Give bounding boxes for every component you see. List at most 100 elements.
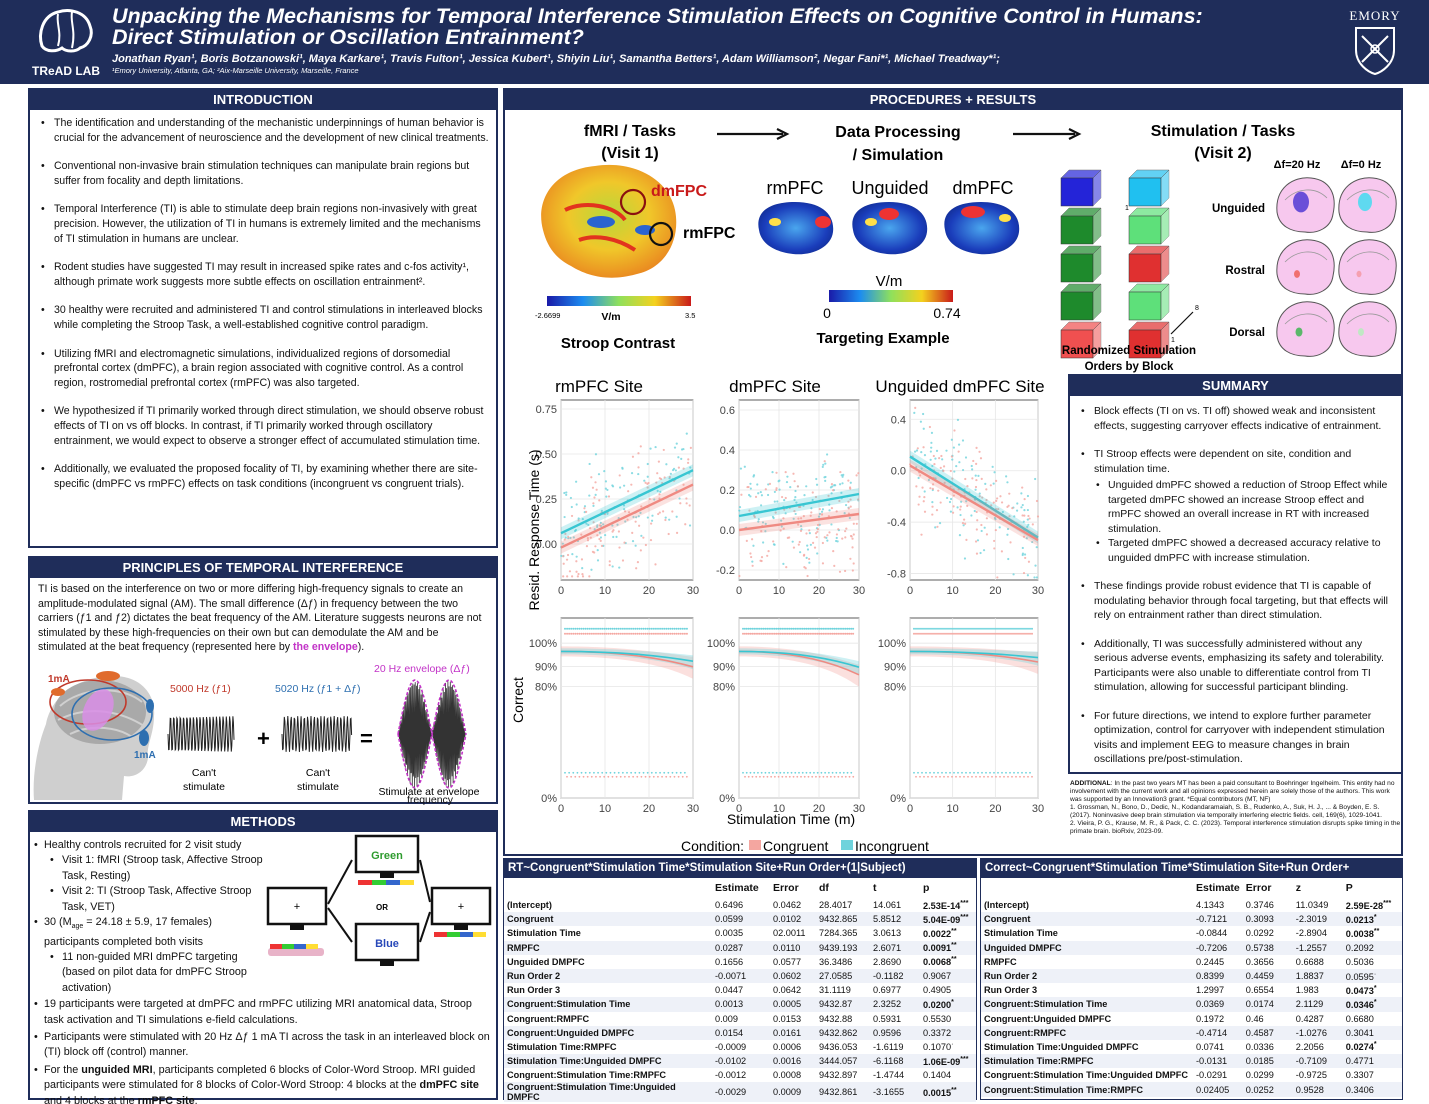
x-tick-label: 10	[773, 585, 785, 597]
scatter-point	[605, 495, 608, 498]
brain-label-unguided: Unguided	[851, 178, 928, 198]
methods-sub-1: •Visit 1: fMRI (Stroop task, Affective S…	[50, 854, 263, 882]
table-cell: 9439.193	[816, 940, 870, 955]
accuracy-point	[820, 627, 823, 630]
accuracy-point	[991, 775, 993, 778]
scatter-point	[655, 481, 658, 484]
table-cell: 0.2445	[1196, 956, 1225, 967]
table-cell: (Intercept)	[984, 900, 1029, 911]
accuracy-point	[775, 771, 778, 774]
accuracy-point	[775, 627, 778, 630]
table-cell: 0.2092	[1342, 940, 1402, 955]
scatter-point	[931, 483, 935, 486]
accuracy-point	[597, 632, 600, 635]
table-cell: Stimulation Time:Unguided DMPFC	[504, 1054, 712, 1069]
accuracy-point	[947, 775, 949, 778]
df0-label: Δf=0 Hz	[1341, 159, 1382, 171]
scatter-point	[840, 491, 843, 494]
author-list: Jonathan Ryan¹, Boris Botzanowski¹, Maya…	[112, 53, 1000, 65]
accuracy-band-incongruent	[739, 648, 859, 676]
accuracy-point	[603, 775, 606, 778]
scatter-point	[808, 529, 811, 532]
scatter-point	[750, 538, 754, 541]
table-cell: -0.0029	[712, 1082, 770, 1103]
scatter-point	[932, 454, 935, 458]
table-cell: 2.53E-14***	[923, 899, 969, 911]
scatter-point	[978, 450, 981, 453]
significance-marker: ***	[1383, 899, 1392, 907]
scatter-point	[993, 539, 996, 543]
table-cell: 2.1129	[1292, 997, 1343, 1012]
accuracy-point	[677, 775, 680, 778]
accuracy-point	[766, 627, 769, 630]
scatter-point	[1026, 518, 1029, 521]
scatter-point	[997, 507, 1000, 511]
table-cell: -0.7206	[1193, 940, 1243, 955]
head-outline	[1276, 301, 1335, 357]
table-cell: 14.061	[873, 900, 902, 911]
scatter-point	[774, 511, 777, 514]
scatter-point	[952, 446, 955, 449]
table-cell: 0.0068**	[923, 956, 957, 968]
scatter-point	[929, 450, 932, 453]
accuracy-point	[751, 627, 754, 630]
scatter-point	[830, 483, 834, 486]
accuracy-point	[917, 632, 919, 635]
scatter-point	[1022, 520, 1025, 523]
head-sulcus	[1346, 189, 1390, 201]
accuracy-point	[963, 775, 965, 778]
accuracy-point	[971, 627, 973, 630]
targeting-brain-rmpfc	[758, 202, 834, 255]
scatter-point	[976, 539, 980, 542]
accuracy-point	[799, 627, 802, 630]
accuracy-point	[1027, 627, 1029, 630]
scatter-point	[654, 445, 657, 449]
scatter-point	[590, 568, 593, 571]
scatter-point	[914, 406, 917, 409]
scatter-point	[658, 493, 661, 496]
accuracy-line-incongruent	[909, 650, 1039, 659]
accuracy-band-incongruent	[561, 648, 693, 670]
list-item: Block effects (TI on vs. TI off) showed …	[1076, 404, 1395, 433]
scatter-point	[581, 572, 584, 576]
accuracy-point	[609, 632, 612, 635]
accuracy-point	[621, 627, 624, 630]
accuracy-point	[798, 627, 800, 630]
scatter-point	[1034, 564, 1037, 567]
rt-header-2: Error	[770, 878, 816, 898]
scatter-point	[747, 493, 751, 497]
x-tick-label: 20	[643, 585, 655, 597]
scatter-point	[839, 470, 842, 474]
scatter-point	[635, 516, 638, 519]
scatter-point	[1006, 527, 1010, 531]
scatter-point	[575, 555, 578, 558]
accuracy-point	[623, 632, 626, 635]
principles-text: TI is based on the interference on two o…	[38, 583, 482, 654]
accuracy-point	[661, 627, 664, 630]
accuracy-point	[811, 775, 814, 778]
scatter-point	[782, 527, 785, 530]
scatter-point	[575, 570, 578, 573]
scatter-point	[671, 510, 674, 513]
accuracy-point	[842, 632, 845, 635]
scatter-point	[949, 485, 952, 488]
table-cell: -1.2557	[1292, 940, 1343, 955]
scatter-point	[785, 480, 789, 484]
accuracy-point	[779, 627, 782, 630]
scatter-point	[668, 475, 671, 479]
head-sulcus	[1346, 313, 1390, 325]
accuracy-point	[681, 632, 684, 635]
accuracy-point	[919, 775, 921, 778]
accuracy-point	[915, 632, 917, 635]
methods-heading: METHODS	[30, 812, 496, 832]
accuracy-point	[657, 632, 659, 635]
scatter-point	[646, 475, 649, 478]
table-cell: -0.0012	[715, 1070, 747, 1081]
table-cell: -0.0291	[1196, 1070, 1228, 1081]
accuracy-point	[648, 775, 651, 778]
accuracy-point	[921, 632, 923, 635]
table-cell: 0.0577	[773, 956, 802, 967]
scatter-point	[643, 479, 646, 482]
block-number-1b: 1	[1171, 337, 1175, 344]
